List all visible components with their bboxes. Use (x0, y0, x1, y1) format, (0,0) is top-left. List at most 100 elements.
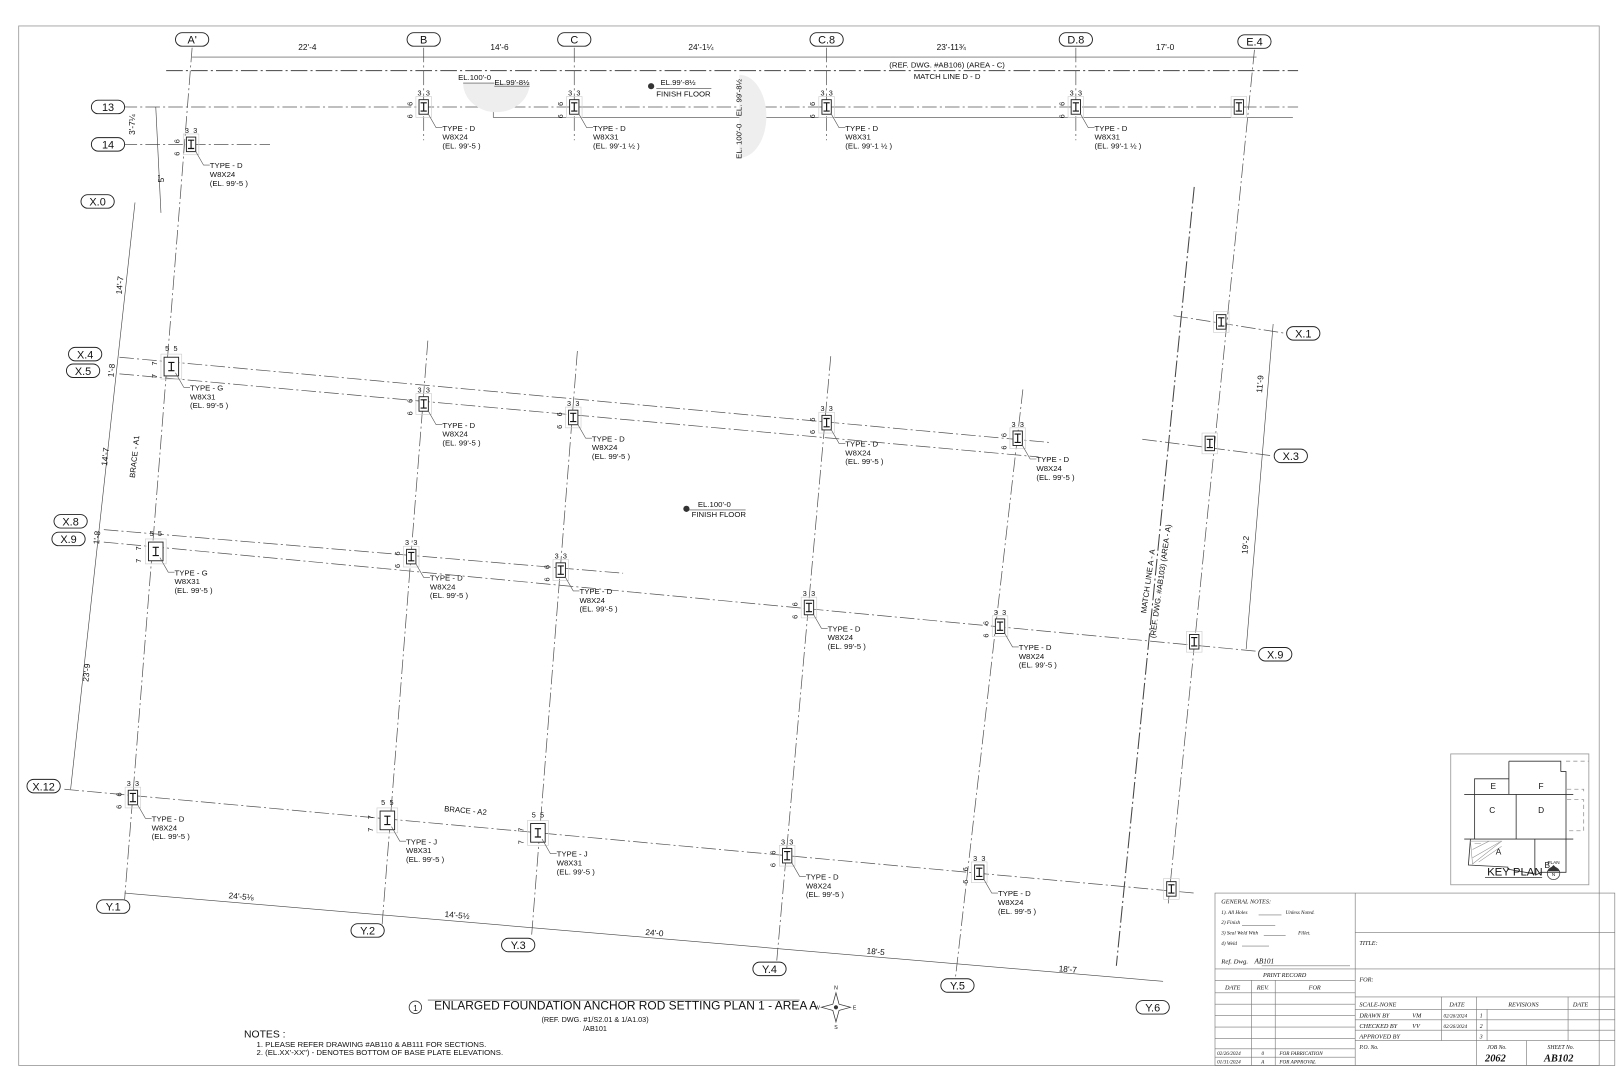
footing-type: TYPE - D (152, 814, 185, 823)
grid-bubble-y-label: Y.1 (106, 902, 121, 914)
general-note: Unless Noted. (1286, 910, 1315, 916)
print-record-rev: 0 (1261, 1051, 1264, 1057)
leader-line (830, 113, 846, 129)
leader-line (578, 113, 593, 129)
grid-bubble-y-label: Y.5 (950, 981, 965, 993)
leader-line (427, 113, 443, 129)
title-label: TITLE: (1359, 940, 1377, 947)
left-dimension-text: 1'-8 (91, 530, 102, 545)
footing-elevation: (EL. 99'-5 ) (828, 642, 867, 651)
plate-dimension: 3 (829, 89, 833, 98)
po-label: P.O. No. (1358, 1045, 1378, 1051)
leader-line (812, 613, 828, 629)
key-plan-area: F (1539, 781, 1544, 791)
footing-section: W8X24 (210, 170, 236, 179)
column-section-icon (420, 399, 427, 409)
plate-dimension: 3 (981, 854, 985, 863)
plate-dimension: 3 (567, 399, 571, 408)
footing-type: TYPE - D (430, 573, 463, 582)
grid-bubble-column: A' (175, 32, 210, 47)
grid-line-x5 (119, 373, 1039, 458)
grid-bubble-column-label: C.8 (818, 35, 835, 47)
plate-dimension: 6 (808, 102, 817, 106)
plate-dimension: 7 (366, 815, 375, 819)
plate-dimension: 3 (418, 89, 422, 98)
leader-line (427, 410, 443, 426)
elevation-text: FINISH FLOOR (656, 90, 711, 99)
footing-section: W8X24 (828, 633, 854, 642)
plate-dimension: 3 (426, 89, 430, 98)
grid-line-x12 (64, 788, 1195, 894)
plate-dimension: 6 (173, 152, 182, 156)
grid-bubble-row-label: X.12 (32, 781, 54, 793)
leader-line (391, 826, 407, 842)
grid-bubble-column-label: D.8 (1067, 35, 1084, 47)
plate-dimension: 5 (165, 344, 169, 353)
footing-type: TYPE - J (406, 837, 437, 846)
plate-dimension: 6 (405, 102, 414, 106)
column-section-icon (1191, 637, 1198, 647)
footing-elevation: (EL. 99'-5 ) (442, 141, 481, 150)
bottom-dimension-text: 24'-5⅛ (228, 890, 254, 902)
elevation-text: FINISH FLOOR (692, 510, 747, 519)
plate-dimension: 3 (829, 404, 833, 413)
left-dimension-line (70, 202, 136, 790)
column-section-icon (805, 602, 813, 613)
compass-e: E (853, 1005, 857, 1011)
footing-elevation: (EL. 99'-5 ) (557, 867, 596, 876)
grid-bubble-row: X.5 (65, 363, 101, 378)
footing-type: TYPE - D (998, 889, 1031, 898)
elevation-marker-icon (648, 83, 655, 90)
grid-line-col3 (531, 350, 578, 935)
top-dimension-text: 22'-4 (298, 42, 317, 52)
grid-line-x1-right (1173, 315, 1286, 334)
footing-section: W8X24 (442, 430, 468, 439)
bottom-dimension-text: 14'-5½ (444, 909, 470, 921)
plate-dimension: 5 (381, 798, 385, 807)
detail-number-bubble (408, 1000, 423, 1014)
drawn-date: 02/26/2024 (1443, 1013, 1467, 1020)
grid-bubble-row-right: X.9 (1258, 647, 1293, 662)
plate-dimension: 3 (576, 89, 580, 98)
drawn-by-label: DRAWN BY (1358, 1013, 1391, 1020)
plate-dimension: 6 (555, 425, 564, 429)
leader-line (1021, 444, 1037, 460)
left-dimension-text: 14'-7 (114, 275, 126, 295)
match-line-a-a (1115, 186, 1195, 966)
plate-dimension: 6 (115, 792, 124, 796)
detail-number: 1 (413, 1003, 418, 1013)
leader-line (175, 372, 191, 388)
general-note: 4) Weld (1221, 940, 1237, 947)
checked-by-label: CHECKED BY (1359, 1023, 1398, 1030)
grid-bubble-row: X.4 (68, 346, 103, 362)
column-section-icon (1072, 102, 1079, 112)
footing-type: TYPE - D (845, 124, 878, 133)
grid-bubble-row: 14 (90, 137, 126, 152)
general-note: 2) Finish (1221, 919, 1240, 926)
plate-dimension: 6 (555, 412, 564, 416)
leader-line (564, 576, 580, 592)
for-label: FOR: (1358, 976, 1373, 983)
footing-elevation: (EL. 99'-5 ) (174, 586, 213, 595)
plate-dimension: 6 (769, 851, 778, 855)
grid-bubble-row: X.12 (26, 778, 61, 794)
grid-bubble-row-right-label: X.9 (1267, 649, 1283, 661)
match-line-ref: (REF. DWG. #AB106) (AREA - C) (889, 61, 1005, 70)
plate-dimension: 6 (769, 863, 778, 867)
key-plan-title: KEY PLAN (1487, 866, 1543, 878)
plate-dimension: 6 (791, 615, 800, 619)
note-item: 2. (EL.XX'-XX") - DENOTES BOTTOM OF BASE… (256, 1048, 503, 1057)
plate-dimension: 6 (808, 114, 817, 118)
leader-line (159, 557, 175, 573)
bottom-dimension-text: 18'-5 (866, 946, 885, 958)
top-dimension-text: 17'-0 (1156, 42, 1175, 52)
grid-bubble-y-label: Y.3 (511, 940, 526, 952)
grid-line-e4 (1167, 49, 1255, 904)
grid-bubble-row-right: X.1 (1286, 326, 1321, 341)
job-label: JOB No. (1487, 1045, 1507, 1051)
ref-dwg-value: AB101 (1253, 958, 1274, 966)
